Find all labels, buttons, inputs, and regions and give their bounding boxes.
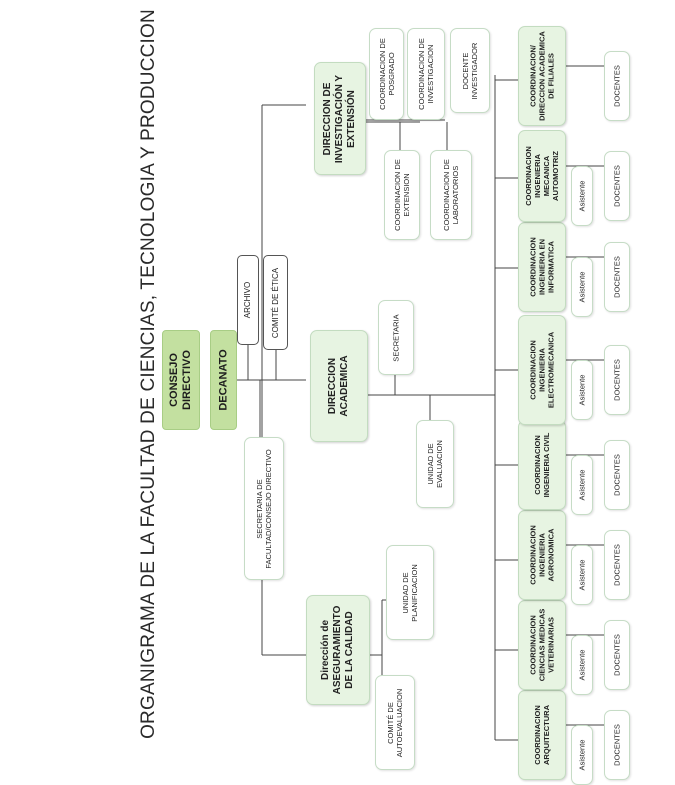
coordinacion-posgrado-box[interactable]: COORDINACION DE POSGRADO [369, 28, 404, 120]
asistente-box[interactable]: Asistente [571, 545, 593, 605]
unidad-planificacion-box[interactable]: UNIDAD DE PLANIFICACION [386, 545, 434, 640]
coordination-label: COORDINACION INGENIERIA CIVIL [533, 432, 551, 498]
docente-investigador-label: DOCENTE INVESTIGADOR [461, 42, 479, 99]
coordination-box[interactable]: COORDINACION INGENIERIA ELECTROMECANICA [518, 315, 566, 425]
secretaria-facultad-label: SECRETARIA DE FACULTAD/CONSEJO DIRECTIVO [255, 448, 273, 569]
asistente-box[interactable]: Asistente [571, 166, 593, 226]
docentes-label: DOCENTES [612, 165, 622, 207]
unidad-evaluacion-label: UNIDAD DE EVALUACION [426, 440, 444, 488]
docentes-label: DOCENTES [612, 65, 622, 107]
consejo-directivo-box[interactable]: CONSEJO DIRECTIVO [162, 330, 200, 430]
docentes-box[interactable]: DOCENTES [604, 620, 630, 690]
consejo-directivo-label: CONSEJO DIRECTIVO [167, 350, 193, 410]
docentes-label: DOCENTES [612, 544, 622, 586]
docentes-box[interactable]: DOCENTES [604, 440, 630, 510]
coordination-label: COORDINACION ARQUITECTURA [533, 705, 551, 765]
asistente-label: Asistente [577, 374, 587, 406]
comite-autoevaluacion-label: COMITÉ DE AUTOEVALUACION [386, 688, 404, 757]
coordinacion-posgrado-label: COORDINACION DE POSGRADO [377, 38, 396, 110]
unidad-planificacion-label: UNIDAD DE PLANIFICACION [401, 563, 419, 622]
docentes-box[interactable]: DOCENTES [604, 151, 630, 221]
asistente-box[interactable]: Asistente [571, 257, 593, 317]
coordination-label: COORDINACION INGENIERIA EN INFORMATICA [528, 237, 556, 297]
coordinacion-extension-box[interactable]: COORDINACION DE EXTENSION [384, 150, 420, 240]
coordination-box[interactable]: COORDINACION ARQUITECTURA [518, 690, 566, 780]
secretaria-academica-box[interactable]: SECRETARIA [378, 300, 414, 375]
asistente-box[interactable]: Asistente [571, 635, 593, 695]
docente-investigador-box[interactable]: DOCENTE INVESTIGADOR [450, 28, 490, 113]
asistente-box[interactable]: Asistente [571, 455, 593, 515]
coordination-box[interactable]: COORDINACION/ DIRECCION ACADEMICA DE FIL… [518, 26, 566, 126]
coordination-label: COORDINACION INGENIERIA AGRONOMICA [528, 525, 556, 585]
comite-etica-label: COMITÉ DE ÉTICA [270, 267, 280, 338]
docentes-label: DOCENTES [612, 634, 622, 676]
asistente-label: Asistente [577, 559, 587, 591]
coordination-label: COORDINACION INGENIERIA ELECTROMECANICA [528, 331, 556, 409]
asistente-label: Asistente [577, 739, 587, 771]
direccion-academica-box[interactable]: DIRECCION ACADEMICA [310, 330, 368, 442]
unidad-evaluacion-box[interactable]: UNIDAD DE EVALUACION [416, 420, 454, 508]
coordination-box[interactable]: COORDINACION INGENIERIA AGRONOMICA [518, 510, 566, 600]
coordinacion-extension-label: COORDINACION DE EXTENSION [393, 159, 411, 231]
docentes-label: DOCENTES [612, 359, 622, 401]
coordinacion-laboratorios-label: COORDINACION DE LABORATORIOS [442, 159, 460, 231]
asistente-box[interactable]: Asistente [571, 725, 593, 785]
coordination-box[interactable]: COORDINACION INGENIERIA MECANICA AUTOMOT… [518, 130, 566, 222]
docentes-label: DOCENTES [612, 454, 622, 496]
aseguramiento-calidad-label: Dirección de ASEGURAMIENTO DE LA CALIDAD [320, 605, 355, 695]
coordinacion-investigacion-box[interactable]: COORDINACION DE INVESTIGACION [407, 28, 445, 120]
asistente-label: Asistente [577, 271, 587, 303]
asistente-box[interactable]: Asistente [571, 360, 593, 420]
docentes-label: DOCENTES [612, 256, 622, 298]
docentes-box[interactable]: DOCENTES [604, 530, 630, 600]
asistente-label: Asistente [577, 649, 587, 681]
coordinacion-investigacion-label: COORDINACION DE INVESTIGACION [417, 38, 435, 110]
archivo-label: ARCHIVO [243, 281, 253, 319]
direccion-investigacion-label: DIRECCION DE INVESTIGACIÓN Y EXTENSIÓN [322, 74, 357, 163]
docentes-box[interactable]: DOCENTES [604, 51, 630, 121]
coordination-label: COORDINACION CIENCIAS MEDICAS VETERINARI… [528, 608, 556, 682]
direccion-investigacion-box[interactable]: DIRECCION DE INVESTIGACIÓN Y EXTENSIÓN [314, 62, 366, 175]
archivo-box[interactable]: ARCHIVO [237, 255, 259, 345]
coordination-box[interactable]: COORDINACION INGENIERIA CIVIL [518, 420, 566, 510]
asistente-label: Asistente [577, 180, 587, 212]
coordination-box[interactable]: COORDINACION CIENCIAS MEDICAS VETERINARI… [518, 600, 566, 690]
secretaria-facultad-box[interactable]: SECRETARIA DE FACULTAD/CONSEJO DIRECTIVO [244, 437, 284, 580]
secretaria-academica-label: SECRETARIA [391, 313, 401, 362]
comite-autoevaluacion-box[interactable]: COMITÉ DE AUTOEVALUACION [375, 675, 415, 770]
docentes-box[interactable]: DOCENTES [604, 345, 630, 415]
docentes-label: DOCENTES [612, 724, 622, 766]
direccion-academica-label: DIRECCION ACADEMICA [327, 355, 350, 417]
docentes-box[interactable]: DOCENTES [604, 242, 630, 312]
coordination-box[interactable]: COORDINACION INGENIERIA EN INFORMATICA [518, 222, 566, 312]
aseguramiento-calidad-box[interactable]: Dirección de ASEGURAMIENTO DE LA CALIDAD [306, 595, 370, 705]
decanato-box[interactable]: DECANATO [210, 330, 237, 430]
coordinacion-laboratorios-box[interactable]: COORDINACION DE LABORATORIOS [430, 150, 472, 240]
coordination-label: COORDINACION INGENIERIA MECANICA AUTOMOT… [524, 146, 560, 206]
asistente-label: Asistente [577, 469, 587, 501]
comite-etica-box[interactable]: COMITÉ DE ÉTICA [263, 255, 288, 350]
decanato-label: DECANATO [216, 349, 229, 411]
docentes-box[interactable]: DOCENTES [604, 710, 630, 780]
coordination-label: COORDINACION/ DIRECCION ACADEMICA DE FIL… [528, 31, 556, 121]
